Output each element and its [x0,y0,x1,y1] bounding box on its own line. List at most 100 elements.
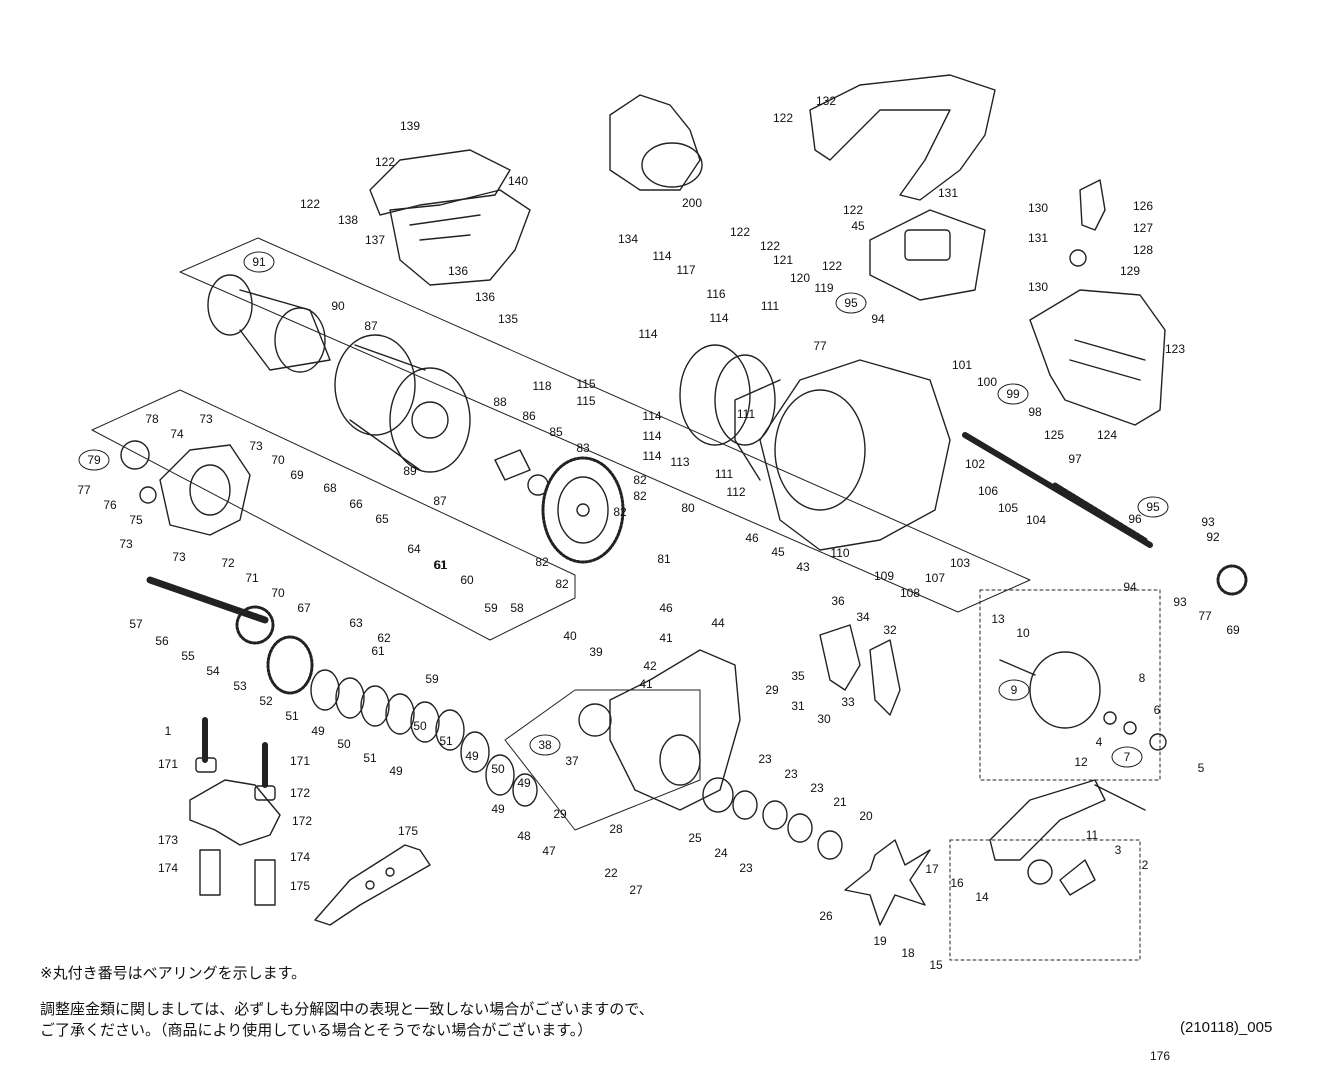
left-side-plate-part [120,440,251,536]
bearing-marker [1111,746,1143,768]
part-label-49: 49 [311,724,325,738]
part-label-36: 36 [831,594,845,608]
grip-bar-part [809,74,996,201]
part-label-82: 82 [613,505,627,519]
part-label-65: 65 [375,512,389,526]
part-label-73: 73 [199,412,213,426]
part-label-13: 13 [991,612,1005,626]
part-label-122: 122 [822,259,842,273]
part-label-82: 82 [535,555,549,569]
part-label-67: 67 [297,601,311,615]
part-label-42: 42 [643,659,657,673]
part-label-136: 136 [448,264,468,278]
part-label-70: 70 [271,586,285,600]
part-label-126: 126 [1133,199,1153,213]
part-label-45: 45 [851,219,865,233]
part-label-59: 59 [484,601,498,615]
part-label-114: 114 [652,249,671,263]
part-label-77: 77 [1198,609,1212,623]
part-label-175: 175 [290,879,310,893]
motor-part [207,274,331,373]
part-label-7: 7 [1124,750,1131,764]
part-label-136: 136 [475,290,495,304]
part-label-38: 38 [538,738,552,752]
part-label-51: 51 [363,751,377,765]
part-label-82: 82 [633,489,647,503]
part-label-59: 59 [425,672,439,686]
part-label-75: 75 [129,513,143,527]
part-label-15: 15 [929,958,943,972]
part-label-123: 123 [1165,342,1185,356]
part-label-81: 81 [657,552,671,566]
part-label-87: 87 [433,494,447,508]
level-wind-shaft-part [962,432,1153,548]
part-label-3: 3 [1115,843,1122,857]
part-label-97: 97 [1068,452,1082,466]
part-label-129: 129 [1120,264,1140,278]
bearing-marker [997,383,1029,405]
display-unit-part [869,209,986,301]
part-label-6: 6 [1154,703,1161,717]
top-cover-part [369,149,531,286]
part-label-73: 73 [249,439,263,453]
part-label-2: 2 [1142,858,1149,872]
part-label-109: 109 [874,569,894,583]
part-label-79: 79 [87,453,101,467]
part-label-87: 87 [364,319,378,333]
adjustment-note-line2: ご了承ください。（商品により使用している場合とそうでない場合がございます。） [40,1021,593,1039]
part-label-114: 114 [642,449,661,463]
part-label-130: 130 [1028,280,1048,294]
bearing-marker [835,292,867,314]
part-label-73: 73 [119,537,133,551]
part-label-52: 52 [259,694,273,708]
part-label-16: 16 [950,876,964,890]
part-label-171: 171 [158,757,178,771]
part-label-114: 114 [642,409,661,423]
part-label-63: 63 [349,616,363,630]
right-cover-part [1029,289,1166,426]
handle-assembly-outline [504,589,1161,961]
part-label-102: 102 [965,457,985,471]
part-label-135: 135 [498,312,518,326]
part-label-50: 50 [413,719,427,733]
part-label-111: 111 [715,467,734,481]
part-label-93: 93 [1173,595,1187,609]
rod-clamp-part [189,717,281,906]
part-label-50: 50 [491,762,505,776]
part-label-18: 18 [901,946,915,960]
part-label-70: 70 [271,453,285,467]
part-label-5: 5 [1198,761,1205,775]
bearing-marker [243,251,275,273]
knob-cap-part [609,94,703,191]
spool-assembly-outline [179,237,1031,613]
document-code: (210118)_005 [1180,1019,1273,1036]
part-label-176: 176 [1150,1049,1170,1063]
part-label-41: 41 [659,631,673,645]
bearing-marker [1137,496,1169,518]
part-label-78: 78 [145,412,159,426]
part-label-4: 4 [1096,735,1103,749]
drag-washer-stack-part [310,669,538,807]
part-label-127: 127 [1133,221,1153,235]
part-label-71: 71 [245,571,259,585]
part-label-118: 118 [532,379,551,393]
part-label-8: 8 [1139,671,1146,685]
part-label-22: 22 [604,866,618,880]
side-plate-assembly-outline [91,389,576,641]
part-label-86: 86 [522,409,536,423]
part-label-101: 101 [952,358,972,372]
part-label-132: 132 [816,94,836,108]
part-label-51: 51 [285,709,299,723]
part-label-29: 29 [553,807,567,821]
part-label-116: 116 [706,287,725,301]
wrench-tool-part [314,844,431,926]
bearing-washers-part [702,777,843,860]
part-label-92: 92 [1206,530,1220,544]
part-label-47: 47 [542,844,556,858]
part-label-174: 174 [290,850,310,864]
handle-knob-part [999,651,1167,751]
part-label-140: 140 [508,174,528,188]
part-label-24: 24 [714,846,728,860]
part-label-61: 61 [434,558,448,572]
